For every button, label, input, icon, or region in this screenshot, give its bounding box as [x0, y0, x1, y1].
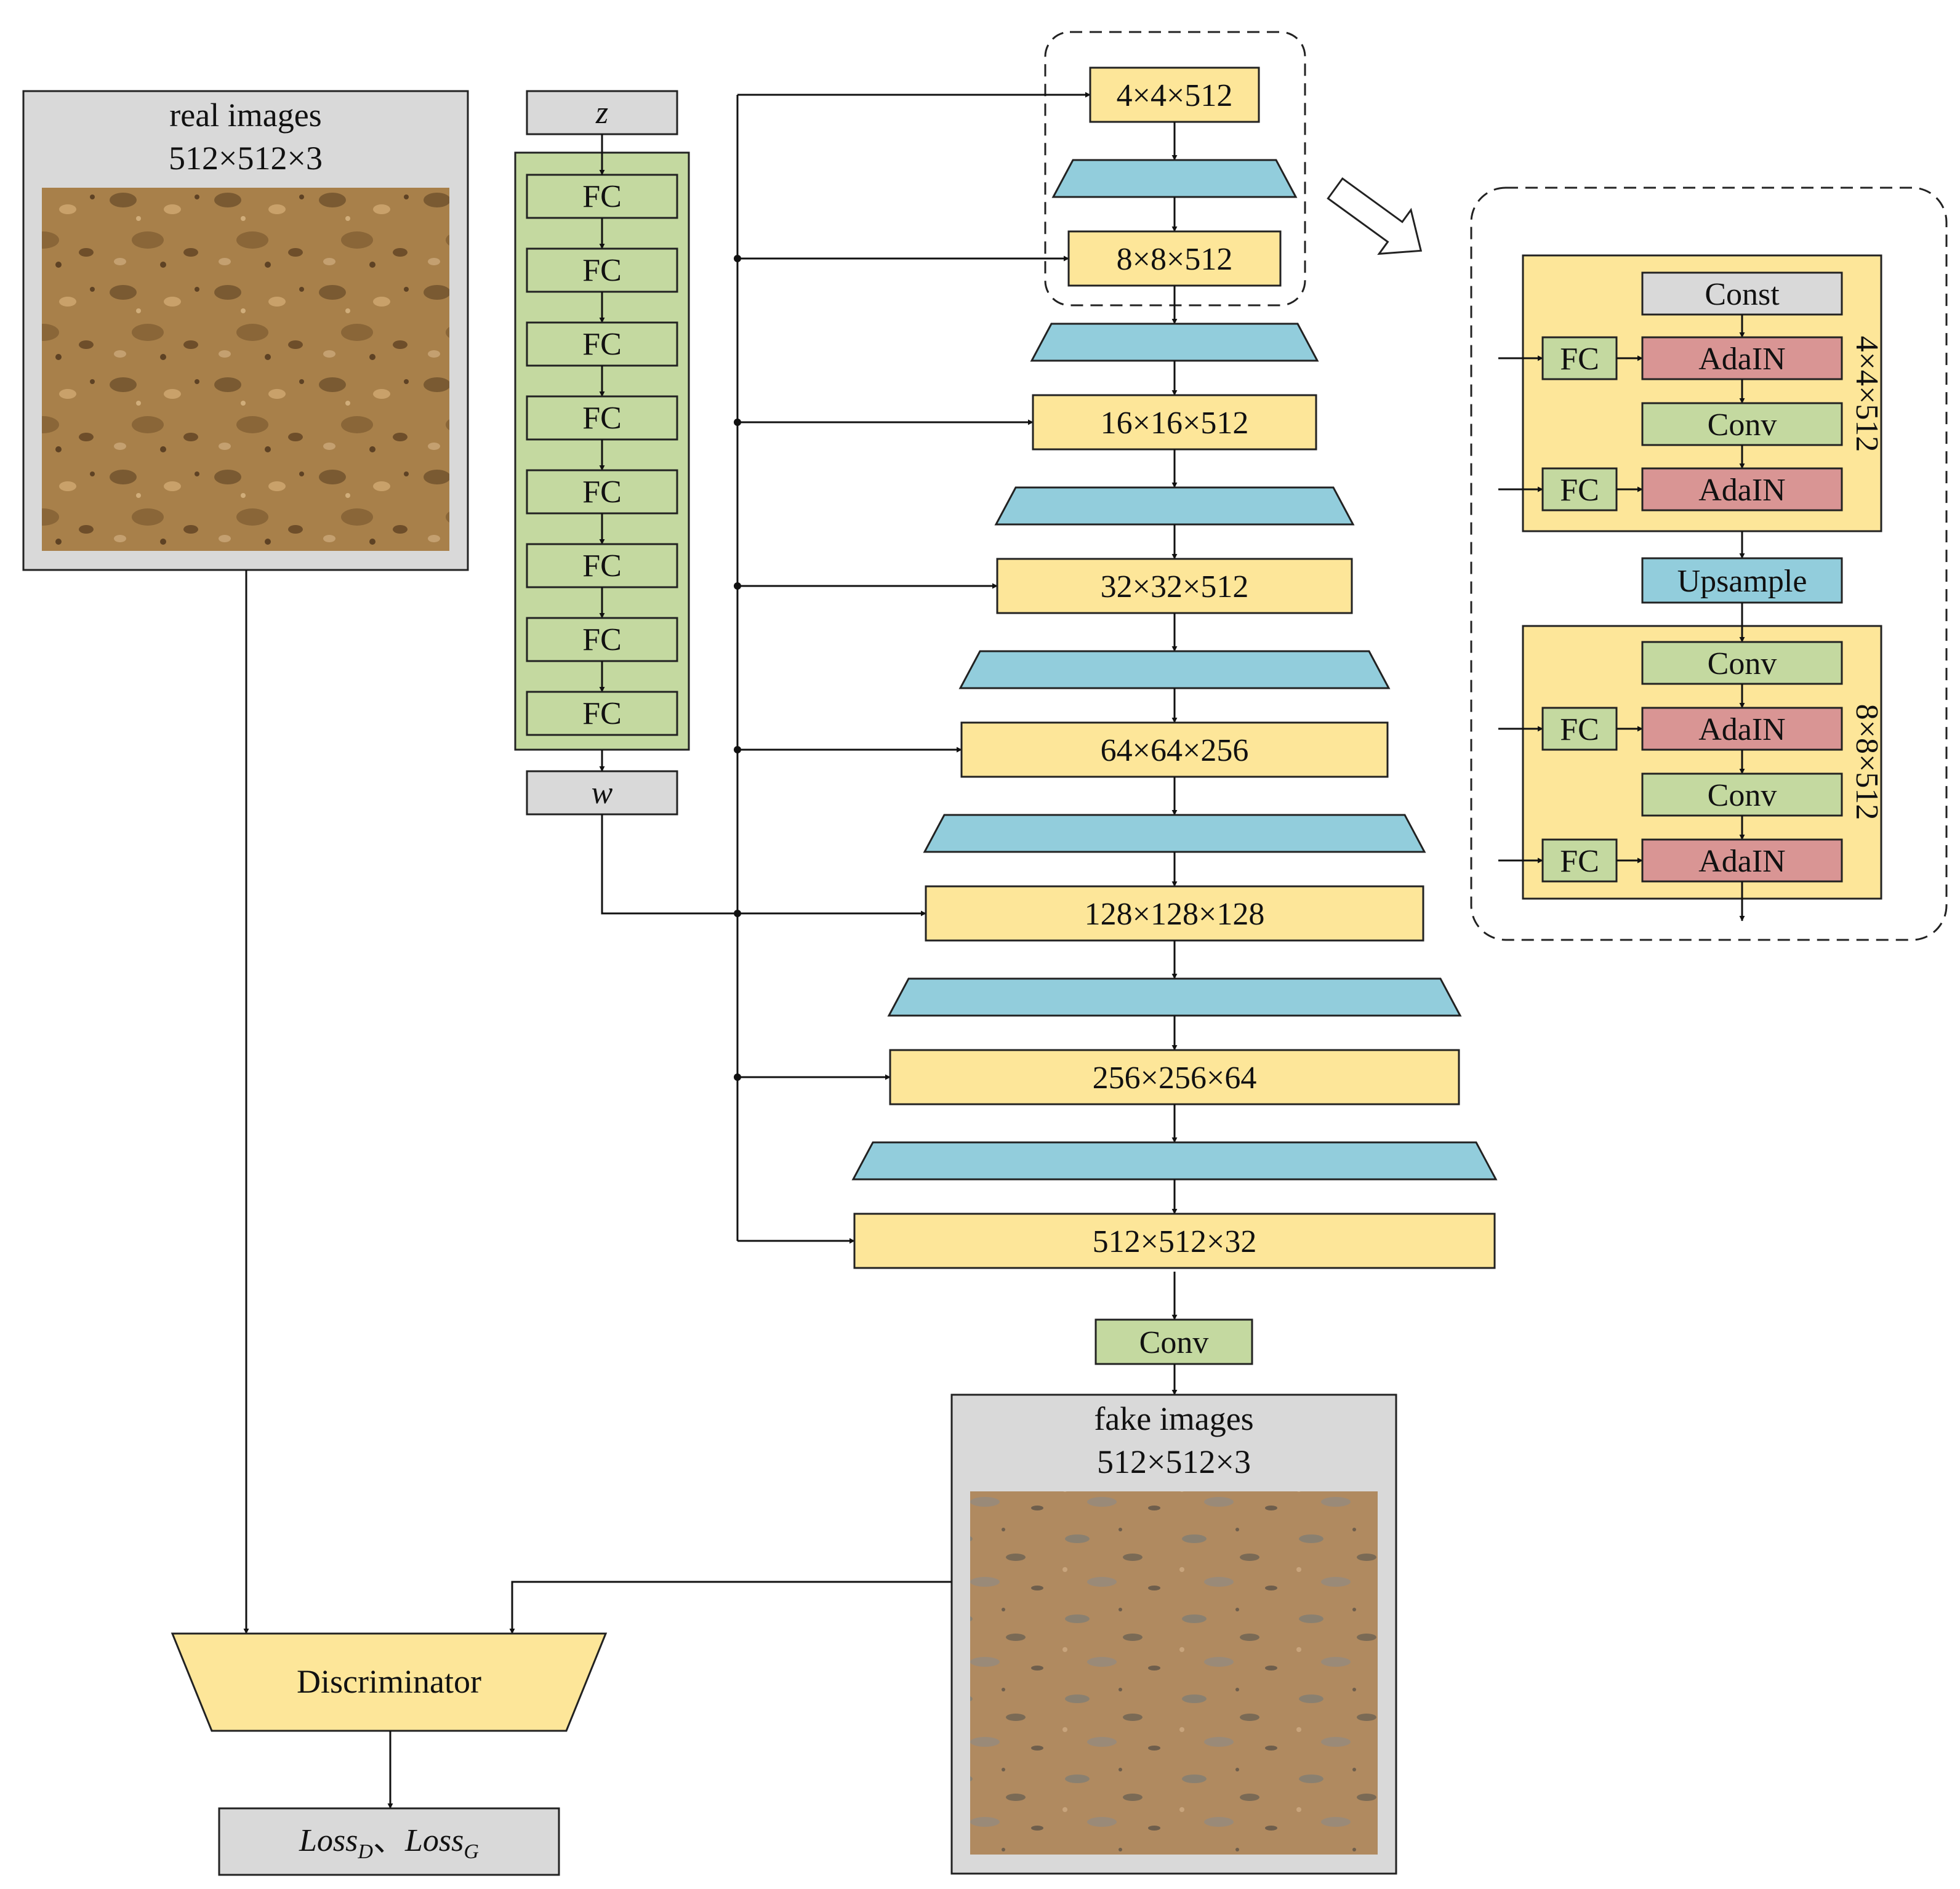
detail-conv-box-label: Conv: [1708, 407, 1777, 443]
synthesis-block: [1032, 394, 1317, 451]
real-images-size: 512×512×3: [169, 140, 323, 177]
detail-adain-box-label: AdaIN: [1698, 342, 1786, 377]
upsample-trapezoid: [1030, 323, 1319, 362]
fake-images-panel: fake images 512×512×3: [950, 1394, 1397, 1875]
detail-conv-box: [1641, 402, 1843, 446]
detail-adain-box: [1641, 336, 1843, 380]
detail-adain-box-label: AdaIN: [1698, 473, 1786, 508]
detail-upsample-box-label: Upsample: [1677, 564, 1807, 599]
w-output-label: w: [592, 776, 613, 811]
upsample-trapezoid: [958, 650, 1391, 689]
detail-block1-label: 4×4×512: [1849, 336, 1884, 452]
mapping-fc-box: [526, 321, 678, 367]
mapping-fc-label: FC: [582, 401, 622, 436]
mapping-fc-box: [526, 174, 678, 219]
detail-dashed-frame: [1470, 186, 1948, 941]
synthesis-block: [996, 558, 1353, 614]
detail-block2-label: 8×8×512: [1849, 704, 1884, 820]
detail-fc-box: [1541, 838, 1618, 883]
real-images-panel: real images 512×512×3: [22, 90, 469, 571]
discriminator-block: [171, 1632, 608, 1732]
synthesis-block: [889, 1049, 1460, 1105]
detail-fc-box: [1541, 707, 1618, 751]
detail-adain-box-label: AdaIN: [1698, 844, 1786, 879]
z-input-box: [526, 90, 678, 135]
mapping-fc-label: FC: [582, 696, 622, 731]
mapping-fc-label: FC: [582, 622, 622, 657]
synthesis-network: 4×4×512 8×8×512 16×16×512 32×32×512 64×64×25…: [851, 66, 1498, 1269]
synthesis-block-label: 32×32×512: [1101, 569, 1249, 604]
bus-junction-dot: [734, 1073, 741, 1081]
bus-junction-dot: [734, 255, 741, 262]
mapping-fc-label: FC: [582, 327, 622, 362]
synthesis-block-label: 8×8×512: [1117, 242, 1233, 277]
detail-conv-box-label: Conv: [1708, 778, 1777, 813]
final-conv-box: [1094, 1318, 1253, 1365]
upsample-trapezoid: [851, 1141, 1498, 1181]
expand-arrow-icon: [1327, 177, 1423, 255]
mapping-fc-box: [526, 395, 678, 441]
synthesis-block-label: 128×128×128: [1085, 897, 1265, 932]
loss-box: [218, 1807, 560, 1876]
mapping-fc-label: FC: [582, 548, 622, 584]
detail-upsample-box: [1641, 557, 1843, 604]
mapping-fc-box: [526, 691, 678, 736]
synthesis-block-label: 16×16×512: [1101, 406, 1249, 441]
detail-conv-box: [1641, 772, 1843, 817]
detail-adain-box: [1641, 467, 1843, 511]
synthesis-block-label: 256×256×64: [1093, 1061, 1257, 1096]
detail-const-box: [1641, 271, 1843, 316]
synthesis-block-label: 4×4×512: [1117, 78, 1233, 113]
bus-junction-dot: [734, 582, 741, 590]
bus-junction-dot: [734, 419, 741, 426]
real-terrain-image: [42, 188, 449, 551]
mapping-fc-box: [526, 247, 678, 293]
mapping-fc-label: FC: [582, 179, 622, 214]
fc-stack: FC FC FC FC FC FC FC FC: [526, 174, 678, 736]
detail-conv-box: [1641, 641, 1843, 685]
detail-const-box-label: Const: [1705, 277, 1780, 312]
synthesis-block: [925, 885, 1424, 942]
upsample-trapezoid: [923, 814, 1426, 853]
discriminator-label: Discriminator: [297, 1663, 481, 1700]
w-output-box: [526, 770, 678, 816]
mapping-fc-box: [526, 617, 678, 662]
discriminator-section: Discriminator LossD、LossG: [171, 570, 952, 1876]
detail-fc-box-label: FC: [1560, 473, 1599, 508]
detail-adain-box-label: AdaIN: [1698, 712, 1786, 747]
detail-fc-box: [1541, 336, 1618, 380]
fake-images-size: 512×512×3: [1097, 1443, 1251, 1480]
detail-fc-box-label: FC: [1560, 844, 1599, 879]
upsample-trapezoid: [1051, 159, 1298, 198]
mapping-fc-label: FC: [582, 253, 622, 288]
final-conv: Conv: [1094, 1272, 1253, 1395]
fake-images-title: fake images: [1094, 1400, 1253, 1437]
real-images-title: real images: [169, 97, 321, 134]
loss-label: LossD、LossG: [299, 1823, 479, 1863]
detail-adain-box: [1641, 838, 1843, 883]
z-input-label: z: [595, 95, 608, 130]
bus-junction-dot: [734, 746, 741, 753]
fake-terrain-image: [970, 1491, 1378, 1855]
upsample-trapezoid: [994, 486, 1355, 526]
detail-conv-box-label: Conv: [1708, 646, 1777, 681]
detail-fc-box-label: FC: [1560, 712, 1599, 747]
w-broadcast-bus: [601, 92, 1091, 1244]
synthesis-block-label: 512×512×32: [1093, 1224, 1257, 1259]
mapping-fc-box: [526, 543, 678, 588]
synthesis-block: [853, 1213, 1496, 1269]
final-conv-label: Conv: [1139, 1325, 1209, 1360]
mapping-fc-label: FC: [582, 475, 622, 510]
detail-fc-box-label: FC: [1560, 342, 1599, 377]
mapping-network: z FC FC FC FC FC FC FC FC w: [514, 90, 690, 816]
upsample-trapezoid: [887, 977, 1462, 1017]
synthesis-block: [1089, 66, 1260, 123]
synthesis-block-label: 64×64×256: [1101, 733, 1249, 768]
